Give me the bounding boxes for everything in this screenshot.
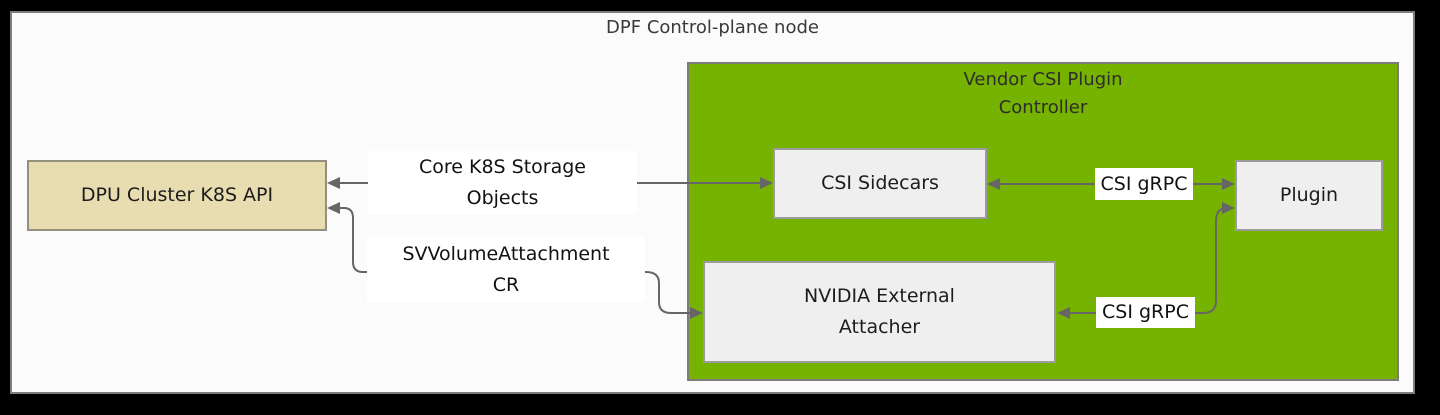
edge-label-csi-grpc-top-text: CSI gRPC [1100, 172, 1188, 195]
node-csi-sidecars: CSI Sidecars [773, 148, 987, 219]
node-nvidia-external-attacher-line1: NVIDIA External [804, 285, 955, 307]
control-plane-node-title: DPF Control-plane node [606, 17, 819, 38]
node-dpu-cluster-k8s-api-label: DPU Cluster K8S API [80, 184, 274, 206]
node-plugin: Plugin [1235, 160, 1383, 231]
edge-label-core-k8s-storage-objects: Core K8S Storage Objects [368, 151, 637, 214]
node-dpu-cluster-k8s-api: DPU Cluster K8S API [27, 160, 327, 231]
vendor-controller-title-line2: Controller [998, 97, 1088, 118]
edge-label-csi-grpc-bottom-text: CSI gRPC [1102, 301, 1189, 323]
edge-label-csi-grpc-top: CSI gRPC [1095, 168, 1193, 200]
node-csi-sidecars-label: CSI Sidecars [821, 172, 939, 194]
edge-label-svvol-line1: SVVolumeAttachment [402, 242, 610, 265]
edge-label-core-line2: Objects [466, 186, 539, 209]
edge-label-svvolumeattachment-cr: SVVolumeAttachment CR [367, 237, 645, 302]
vendor-csi-plugin-controller-title: Vendor CSI Plugin Controller [687, 66, 1399, 122]
node-plugin-label: Plugin [1279, 184, 1339, 206]
node-nvidia-external-attacher-line2: Attacher [838, 316, 921, 338]
edge-label-svvol-line2: CR [492, 273, 520, 296]
edge-label-csi-grpc-bottom: CSI gRPC [1096, 297, 1195, 328]
edge-csi-grpc-bottom [1057, 202, 1235, 319]
vendor-controller-title-line1: Vendor CSI Plugin [963, 69, 1123, 90]
node-nvidia-external-attacher: NVIDIA External Attacher [703, 261, 1056, 363]
edge-label-core-line1: Core K8S Storage [418, 155, 586, 178]
